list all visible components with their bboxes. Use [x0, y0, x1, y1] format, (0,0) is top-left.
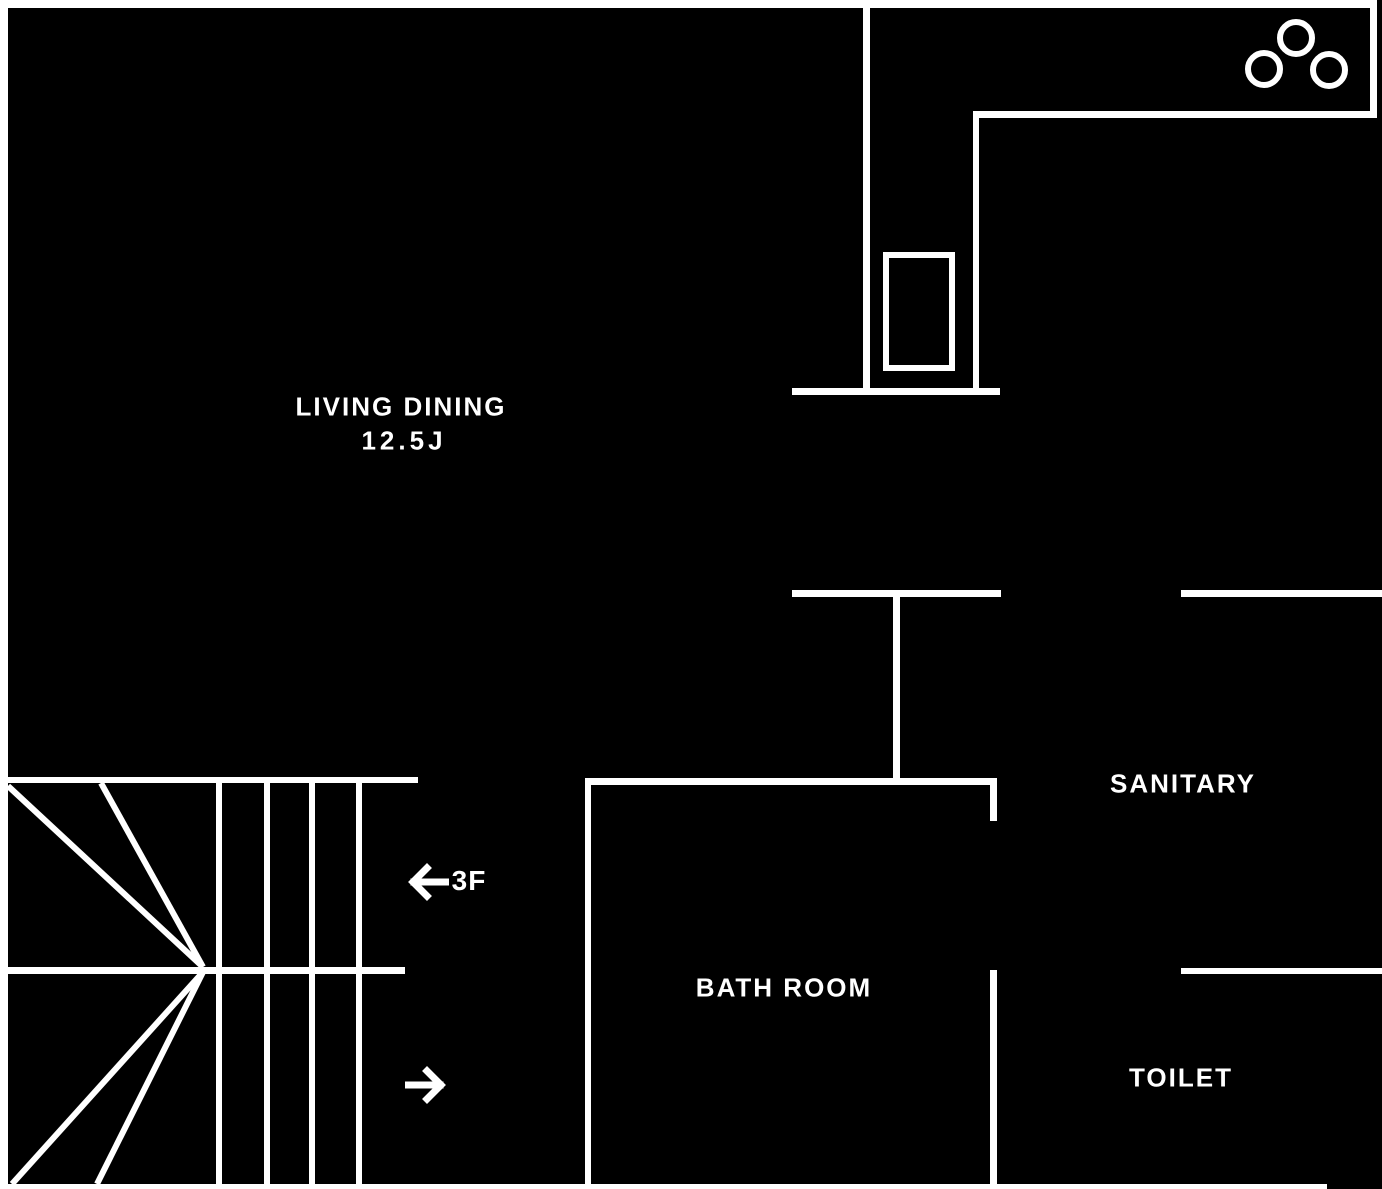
bath-room-label: BATH ROOM — [695, 972, 873, 1003]
wall-bathroom-west-wall — [585, 785, 591, 1189]
wall-bottom-border — [0, 1184, 1327, 1189]
wall-stair-tread-1-lower — [216, 974, 222, 1184]
stove-burner-icon — [1310, 51, 1348, 89]
wall-counter-bottom-edge — [792, 388, 1000, 395]
wall-stairs-mid-line — [0, 967, 405, 974]
wall-counter-top-edge — [973, 111, 1377, 118]
sanitary-label: SANITARY — [1110, 768, 1256, 799]
wall-bathroom-east-wall-lower — [990, 970, 997, 1189]
wall-stair-tread-3-lower — [309, 974, 315, 1184]
wall-stair-tread-2-upper — [264, 783, 270, 967]
wall-stairs-north-wall — [0, 777, 418, 783]
wall-stair-tread-4-upper — [356, 783, 362, 967]
wall-left-border — [0, 0, 8, 1189]
wall-kitchen-west-wall — [863, 0, 870, 395]
wall-bathroom-east-wall-upper — [990, 778, 997, 821]
wall-stair-tread-4-lower — [356, 974, 362, 1184]
living-dining-label: LIVING DINING — [295, 391, 507, 422]
wall-stair-tread-1-upper — [216, 783, 222, 967]
toilet-label: TOILET — [1129, 1062, 1233, 1093]
wall-bathroom-north-wall — [585, 778, 997, 785]
wall-stair-tread-3-upper — [309, 783, 315, 967]
kitchen-sink — [883, 252, 955, 371]
winder-upper-2 — [98, 781, 206, 969]
wall-hall-wall-east-segment — [1181, 590, 1382, 597]
winder-lower-2 — [94, 970, 206, 1186]
stove-burner-icon — [1245, 50, 1283, 88]
stove-burner-icon — [1277, 19, 1315, 57]
stairs-up-3f-arrow-icon — [408, 863, 449, 901]
winder-lower-1 — [9, 969, 206, 1187]
living-dining-size-label: 12.5J — [361, 425, 447, 456]
wall-toilet-north-wall — [1181, 968, 1382, 974]
stairs-floor-label: 3F — [451, 865, 487, 896]
stairs-down-arrow-icon — [405, 1066, 446, 1104]
wall-sanitary-partition — [893, 590, 900, 785]
wall-right-border-upper — [1370, 0, 1377, 118]
wall-top-border — [0, 0, 1377, 8]
winder-upper-1 — [5, 783, 206, 970]
wall-stair-tread-2-lower — [264, 974, 270, 1184]
wall-kitchen-east-wall — [973, 111, 979, 395]
